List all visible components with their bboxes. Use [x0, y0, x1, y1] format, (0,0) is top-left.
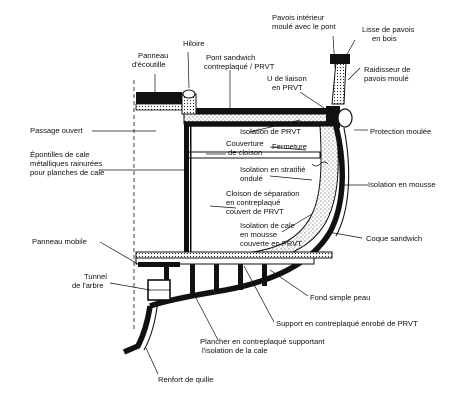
label-isolation-mousse: Isolation en mousse — [368, 180, 436, 189]
label-hiloire: Hiloire — [183, 39, 205, 48]
label-fond-simple-peau: Fond simple peau — [310, 293, 370, 302]
hold-pillar — [184, 124, 189, 254]
single-skin-bottom — [149, 289, 215, 309]
label-protection-moulee: Protection moulée — [370, 127, 431, 136]
label-panneau-mobile: Panneau mobile — [32, 237, 87, 246]
keel — [122, 305, 153, 355]
leader-lines — [92, 35, 368, 375]
bulwark — [331, 61, 347, 105]
molded-protection — [337, 108, 353, 128]
hull-structure — [122, 54, 353, 355]
label-isolation-prvt: Isolation de PRVT — [240, 127, 301, 136]
hold-floor — [135, 251, 333, 259]
label-passage-ouvert: Passage ouvert — [30, 126, 84, 135]
label-coque-sandwich: Coque sandwich — [366, 234, 422, 243]
bulwark-rail — [330, 54, 350, 64]
label-fermeture: Fermeture — [272, 142, 307, 151]
hatch-panel — [136, 92, 182, 104]
movable-panel — [138, 262, 180, 267]
label-renfort-quille: Renfort de quille — [158, 375, 213, 384]
sandwich-deck — [196, 108, 336, 114]
label-support-contreplaque: Support en contreplaqué enrobé de PRVT — [276, 319, 418, 328]
